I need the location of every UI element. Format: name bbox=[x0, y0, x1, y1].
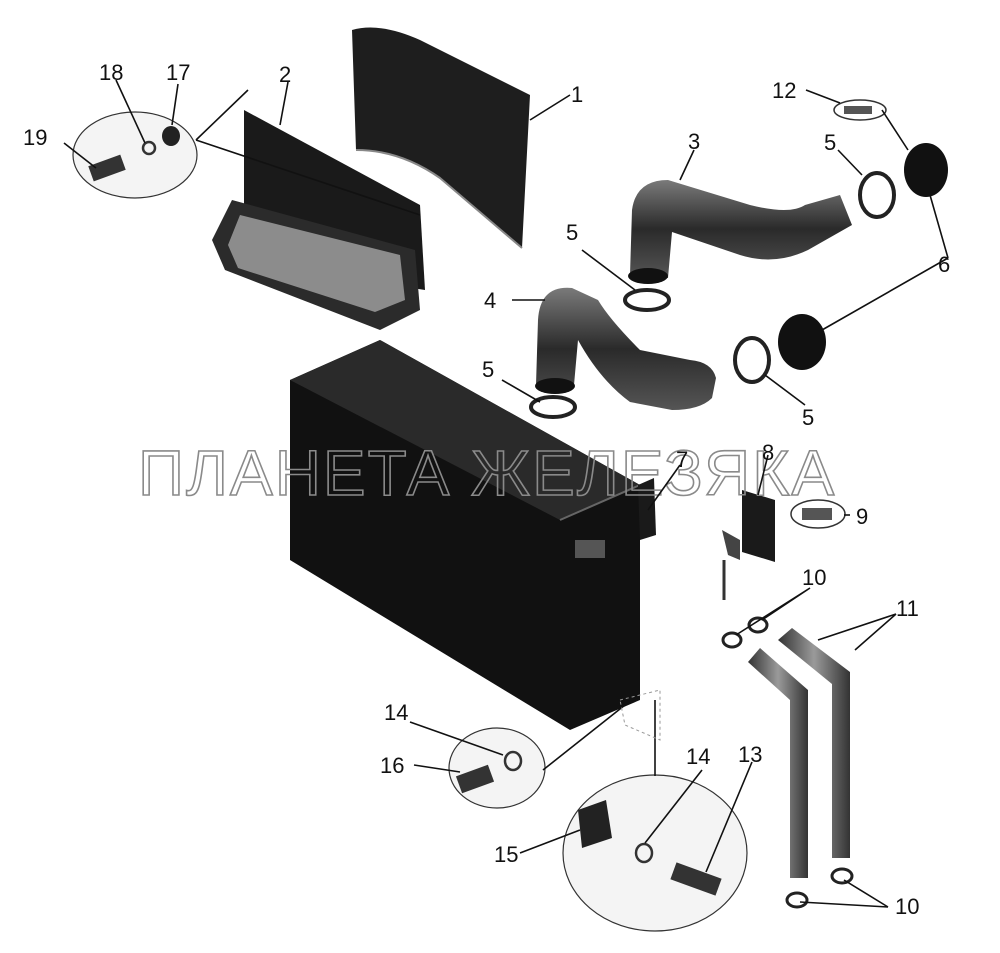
callout-11: 11 bbox=[896, 596, 919, 621]
callout-1: 1 bbox=[571, 82, 583, 107]
part-5-hose-clamps bbox=[529, 171, 896, 419]
part-10-pipe-clamps bbox=[721, 616, 854, 909]
part-8-bracket bbox=[722, 490, 775, 600]
callout-6: 6 bbox=[938, 252, 950, 277]
callout-17: 17 bbox=[166, 60, 190, 85]
leader-lines bbox=[63, 79, 949, 908]
callout-5a: 5 bbox=[566, 220, 578, 245]
callout-16: 16 bbox=[380, 753, 404, 778]
callout-14b: 14 bbox=[686, 744, 710, 769]
callout-10b: 10 bbox=[895, 894, 919, 919]
callout-9: 9 bbox=[856, 504, 868, 529]
callout-14a: 14 bbox=[384, 700, 408, 725]
part-6-end-caps bbox=[778, 143, 948, 370]
callout-18: 18 bbox=[99, 60, 123, 85]
callout-13: 13 bbox=[738, 742, 762, 767]
part-9-bolt bbox=[790, 499, 846, 529]
watermark-text: ПЛАНЕТА ЖЕЛЕЗЯКА bbox=[138, 437, 836, 509]
callout-5d: 5 bbox=[824, 130, 836, 155]
part-12-bolt bbox=[833, 99, 887, 121]
callout-19: 19 bbox=[23, 125, 47, 150]
callout-3: 3 bbox=[688, 129, 700, 154]
detail-bubble-17-18-19 bbox=[72, 89, 421, 216]
part-3-upper-hose bbox=[628, 180, 852, 284]
callout-5c: 5 bbox=[802, 405, 814, 430]
detail-bubble-13-14-15 bbox=[562, 689, 748, 932]
callout-8: 8 bbox=[762, 440, 774, 465]
callout-15: 15 bbox=[494, 842, 518, 867]
callout-5b: 5 bbox=[482, 357, 494, 382]
part-1-cover-panel bbox=[352, 27, 530, 249]
part-7-plate bbox=[638, 478, 656, 540]
callout-7: 7 bbox=[676, 447, 688, 472]
detail-bubble-14-16 bbox=[448, 704, 626, 809]
callout-4: 4 bbox=[484, 288, 496, 313]
part-4-lower-hose bbox=[535, 287, 716, 410]
part-11-pipes bbox=[748, 628, 850, 878]
callout-labels: 1 2 3 4 5 5 5 5 6 7 8 9 10 10 11 12 13 1… bbox=[23, 60, 950, 919]
callout-10a: 10 bbox=[802, 565, 826, 590]
part-2-tray-housing bbox=[212, 110, 425, 330]
heater-radiator-body bbox=[290, 340, 641, 730]
callout-2: 2 bbox=[279, 62, 291, 87]
callout-12: 12 bbox=[772, 78, 796, 103]
